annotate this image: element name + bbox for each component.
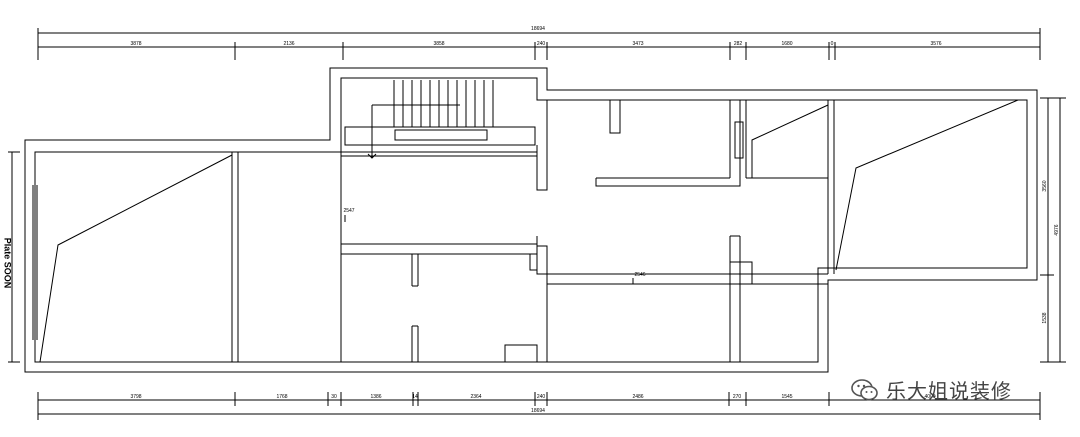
dim-bottom-seg: 1545 [781, 394, 792, 400]
dim-bottom-total: 18694 [531, 408, 545, 414]
watermark: 乐大姐说装修 [850, 375, 1012, 404]
right-dimension-text: 3560 4976 1538 [1042, 180, 1060, 323]
watermark-text: 乐大姐说装修 [886, 379, 1012, 403]
central-walls [340, 100, 548, 362]
wechat-icon [851, 378, 878, 400]
side-label: Plate SOON [2, 237, 13, 289]
bottom-dimension-text: 3798 1768 30 1386 14 2364 240 2486 270 1… [130, 394, 935, 414]
dim-top-seg: 3878 [130, 41, 141, 47]
dim-bottom-seg: 30 [331, 394, 337, 400]
dim-right-seg: 4976 [1054, 224, 1060, 235]
dim-top-seg: 0 [831, 41, 834, 47]
dim-top-total: 18694 [531, 26, 545, 32]
top-dimension-text: 18694 3878 2136 3858 240 3473 282 1680 0… [130, 26, 941, 47]
staircase [344, 80, 536, 159]
right-center-rooms [547, 100, 828, 362]
dim-bottom-seg: 1386 [370, 394, 381, 400]
right-dimension-lines [1040, 97, 1066, 363]
dim-bottom-seg: 270 [733, 394, 742, 400]
dim-bottom-seg: 14 [412, 394, 418, 400]
room-marks: 2547 2546 [343, 208, 645, 278]
inner-wall-outline [34, 77, 1028, 363]
dim-bottom-seg: 1768 [276, 394, 287, 400]
right-rooms [745, 99, 1019, 274]
dim-top-seg: 1680 [781, 41, 792, 47]
dim-bottom-seg: 240 [537, 394, 546, 400]
dim-top-seg: 3473 [632, 41, 643, 47]
outer-wall-outline [24, 67, 1038, 373]
dim-top-seg: 240 [537, 41, 546, 47]
room-mark: 2546 [634, 272, 645, 278]
bottom-dimension-lines [37, 392, 1041, 420]
dim-top-seg: 3576 [930, 41, 941, 47]
dim-top-seg: 2136 [283, 41, 294, 47]
dim-bottom-seg: 4000 [924, 394, 935, 400]
left-room [32, 152, 239, 363]
top-dimension-lines [37, 28, 1041, 60]
dim-bottom-seg: 3798 [130, 394, 141, 400]
dim-bottom-seg: 2364 [470, 394, 481, 400]
dim-bottom-seg: 2486 [632, 394, 643, 400]
left-dimension-lines [8, 151, 20, 363]
dim-right-seg: 1538 [1042, 312, 1048, 323]
dim-right-seg: 3560 [1042, 180, 1048, 191]
dim-top-seg: 282 [734, 41, 743, 47]
dim-top-seg: 3858 [433, 41, 444, 47]
lower-rooms [411, 254, 538, 363]
room-mark: 2547 [343, 208, 354, 214]
